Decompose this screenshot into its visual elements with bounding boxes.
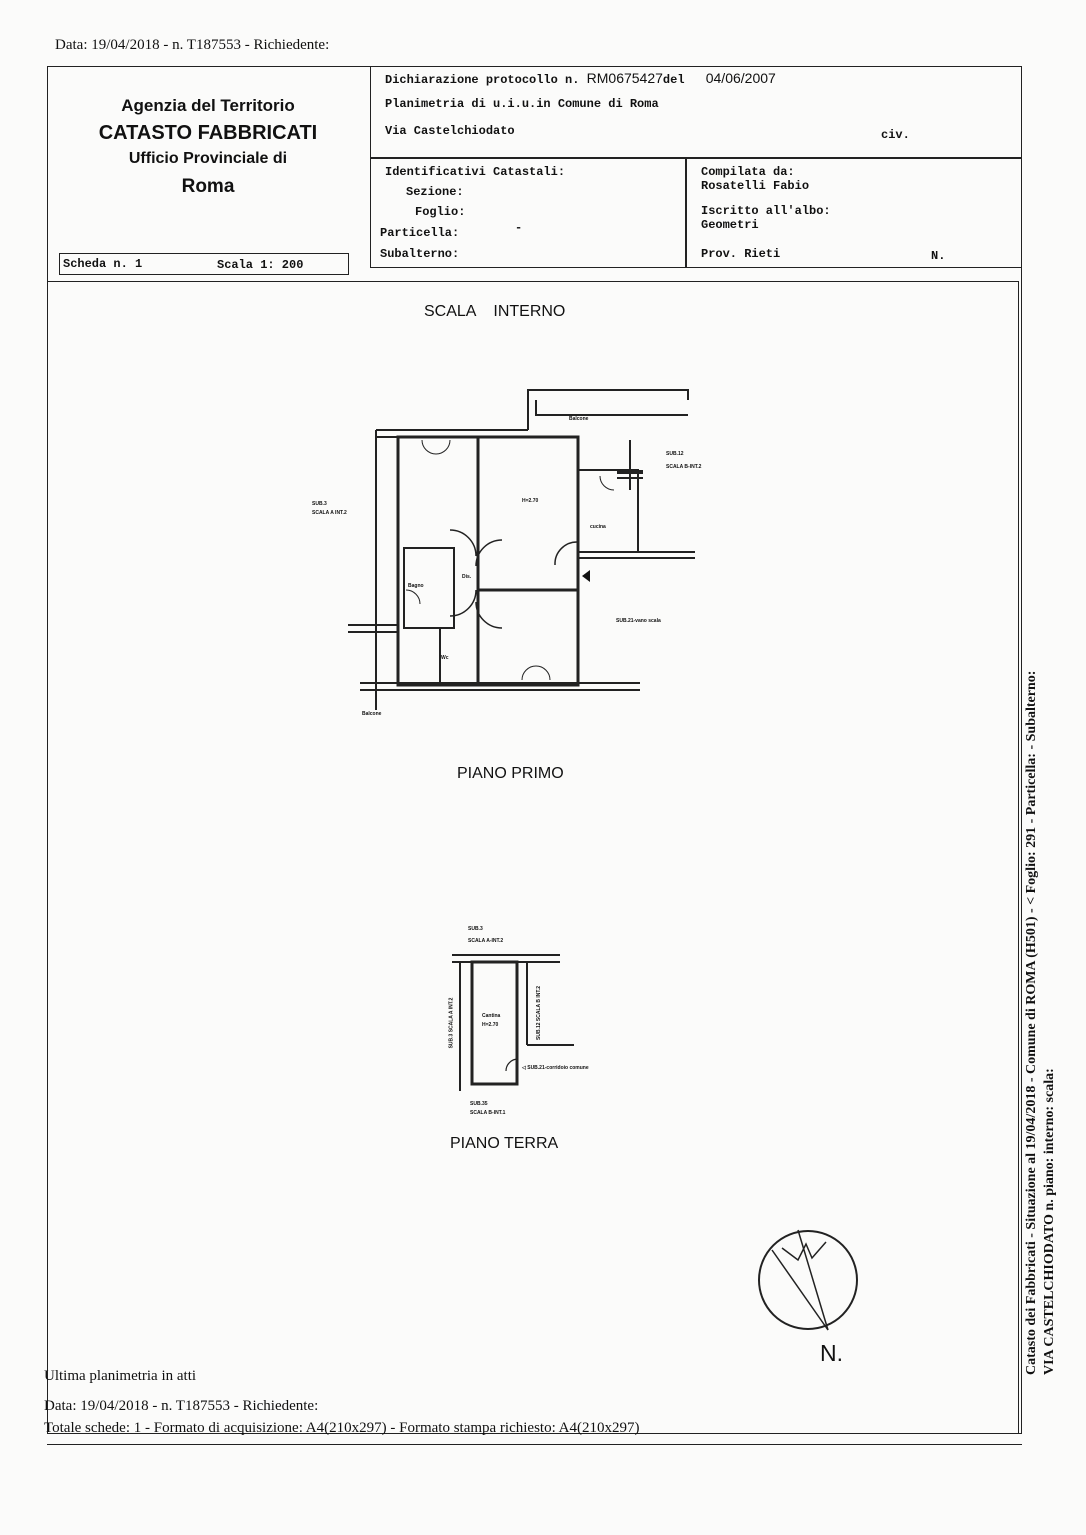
ufficio-city: Roma xyxy=(181,176,235,197)
iscritto-label: Iscritto all'albo: xyxy=(701,204,831,218)
civ-label: civ. xyxy=(881,128,910,142)
planimetria-line: Planimetria di u.i.u.in Comune di Roma xyxy=(385,97,659,111)
label-sub3: SUB.3 xyxy=(312,501,327,507)
footer-rule xyxy=(47,1444,1022,1445)
label-h270: H=2.70 xyxy=(522,498,539,504)
label-vano-scala: SUB.21-vano scala xyxy=(616,618,661,624)
agency-name: Agenzia del Territorio xyxy=(121,96,295,115)
label-balcone-bottom: Balcone xyxy=(362,711,382,717)
ufficio-label: Ufficio Provinciale di xyxy=(128,150,288,167)
protocol-line: Dichiarazione protocollo n. RM0675427del… xyxy=(385,70,776,87)
gf-label-right-vertical: SUB.12 SCALA B INT.2 xyxy=(536,986,542,1040)
declaration-box: Dichiarazione protocollo n. RM0675427del… xyxy=(370,66,1022,158)
label-bagno: Bagno xyxy=(408,583,424,589)
side-text-line2: VIA CASTELCHIODATO n. piano: interno: sc… xyxy=(1042,1068,1057,1375)
particella-label: Particella: xyxy=(380,226,460,240)
first-floor-title: PIANO PRIMO xyxy=(457,765,564,782)
door-swing xyxy=(475,601,503,629)
footer-data: Data: 19/04/2018 - n. T187553 - Richiede… xyxy=(44,1398,319,1414)
gf-label-h: H=2.70 xyxy=(482,1022,499,1028)
ground-floor-plan xyxy=(452,954,574,1091)
label-sub12: SUB.12 xyxy=(666,451,684,457)
label-scala-b2: SCALA B-INT.2 xyxy=(666,464,702,470)
door-swing xyxy=(449,589,477,617)
door-swing xyxy=(405,589,421,605)
protocol-label: Dichiarazione protocollo n. xyxy=(385,73,580,87)
door-swing xyxy=(521,665,537,681)
door-swing xyxy=(475,539,503,567)
door-swing xyxy=(421,439,437,455)
door-swing xyxy=(599,475,615,491)
door-swing xyxy=(449,529,477,557)
door-swing xyxy=(554,541,579,566)
plan-wall xyxy=(535,400,688,416)
gf-label-cantina: Cantina xyxy=(482,1013,501,1019)
plan-wall xyxy=(527,389,689,430)
plan-top-title: SCALA INTERNO xyxy=(424,303,566,320)
top-header-line: Data: 19/04/2018 - n. T187553 - Richiede… xyxy=(55,37,330,53)
identifiers-box: Identificativi Catastali: Sezione: Fogli… xyxy=(370,158,686,268)
north-arrow-line xyxy=(797,1229,829,1331)
plan-wall xyxy=(470,960,519,1086)
del-label: del xyxy=(662,73,685,87)
side-text-line1: Catasto dei Fabbricati - Situazione al 1… xyxy=(1024,670,1039,1375)
scheda-box: Scheda n. 1 Scala 1: 200 xyxy=(59,253,349,275)
north-label: N. xyxy=(820,1340,843,1366)
label-dis: Dis. xyxy=(462,574,472,580)
label-cucina: cucina xyxy=(590,524,606,530)
label-wc: Wc xyxy=(441,655,449,661)
foglio-label: Foglio: xyxy=(415,205,466,219)
door-swing xyxy=(435,439,451,455)
label-balcone-top: Balcone xyxy=(569,416,589,422)
protocol-date: 04/06/2007 xyxy=(705,70,776,86)
plan-wall xyxy=(476,435,580,592)
door-swing xyxy=(505,1058,519,1072)
identifiers-title: Identificativi Catastali: xyxy=(385,165,566,179)
door-swing xyxy=(535,665,551,681)
gf-label-left-vertical: SUB.3 SCALA A INT.2 xyxy=(448,997,455,1049)
gf-corridoio-text: SUB.21-corridoio comune xyxy=(527,1065,589,1071)
entrance-arrow xyxy=(582,570,590,582)
catasto-title: CATASTO FABBRICATI xyxy=(98,122,318,144)
label-scala-a2: SCALA A INT.2 xyxy=(312,510,347,516)
scheda-label: Scheda n. 1 xyxy=(63,257,143,271)
albo-value: Geometri xyxy=(701,218,759,232)
prov-label: Prov. Rieti xyxy=(701,247,781,261)
north-arrow-circle xyxy=(758,1230,858,1330)
footer-totale: Totale schede: 1 - Formato di acquisizio… xyxy=(44,1420,640,1436)
first-floor-plan xyxy=(348,389,695,710)
gf-label-sub3: SUB.3 xyxy=(468,926,483,932)
side-text: Catasto dei Fabbricati - Situazione al 1… xyxy=(1023,475,1059,1375)
plan-wall xyxy=(403,547,455,629)
ground-floor-title: PIANO TERRA xyxy=(450,1135,559,1152)
agency-block: Agenzia del Territorio CATASTO FABBRICAT… xyxy=(47,66,369,253)
compiler-box: Compilata da: Rosatelli Fabio Iscritto a… xyxy=(686,158,1022,268)
drawing-area xyxy=(47,281,1019,1434)
n-label: N. xyxy=(931,249,946,263)
footer-ultima: Ultima planimetria in atti xyxy=(44,1368,197,1384)
compiler-title: Compilata da: xyxy=(701,165,795,179)
gf-label-scala-b1: SCALA B-INT.1 xyxy=(470,1110,506,1116)
scala-label: Scala 1: 200 xyxy=(217,258,304,272)
plan-wall xyxy=(396,435,480,687)
gf-label-corridoio: ◁ SUB.21-corridoio comune xyxy=(522,1065,589,1071)
address-line: Via Castelchiodato xyxy=(385,124,515,138)
compiler-name: Rosatelli Fabio xyxy=(701,179,810,193)
particella-value: - xyxy=(515,221,523,235)
gf-label-scala-a2: SCALA A-INT.2 xyxy=(468,938,504,944)
sezione-label: Sezione: xyxy=(406,185,464,199)
north-arrow-line xyxy=(771,1249,829,1331)
protocol-number: RM0675427 xyxy=(586,70,663,86)
north-arrow-line xyxy=(781,1241,827,1262)
subalterno-label: Subalterno: xyxy=(380,247,460,261)
north-arrow-icon xyxy=(758,1229,858,1331)
gf-label-sub35: SUB.35 xyxy=(470,1101,488,1107)
plan-wall xyxy=(476,588,580,687)
